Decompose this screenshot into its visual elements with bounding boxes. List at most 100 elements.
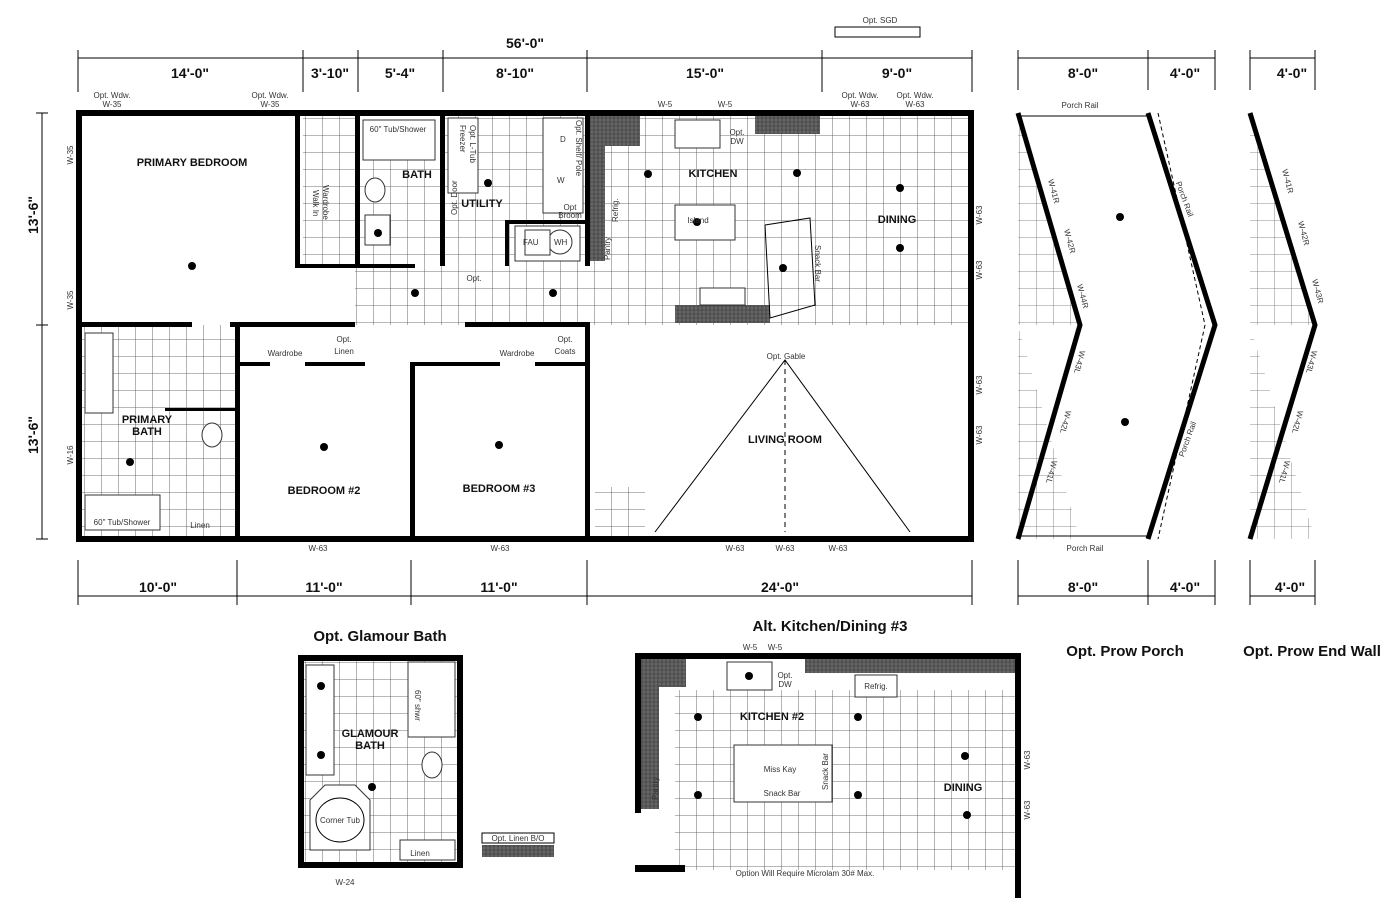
glamour-bath-title: Opt. Glamour Bath (313, 628, 446, 645)
room-primary-bedroom: PRIMARY BEDROOM (137, 157, 248, 169)
room-dining: DINING (878, 214, 917, 226)
prow-end-wall-title: Opt. Prow End Wall (1243, 643, 1381, 660)
window-label: W-35 (66, 290, 75, 310)
label-wardrobe: Wardrobe (500, 349, 535, 358)
dim-seg: 4'-0" (1277, 65, 1307, 81)
label-opt-dw: Opt. (777, 671, 792, 680)
prow-porch-title: Opt. Prow Porch (1066, 643, 1184, 660)
label-washer: W (557, 176, 565, 185)
window-label: W-44R (1075, 283, 1090, 309)
ceiling-light-icon (779, 264, 787, 272)
window-label: W-42R (1296, 220, 1311, 246)
label-wh: WH (554, 238, 568, 247)
label-opt-linen: Opt. (336, 335, 351, 344)
window-label: W-5 (718, 100, 733, 109)
window-label: Opt. Wdw. (897, 91, 934, 100)
porch-rail-label: Porch Rail (1067, 544, 1104, 553)
label-opt-coats: Coats (555, 347, 576, 356)
prow-end-wall: 4'-0" 4'-0" W-41R W-42R W-43R W-43L W-42… (1243, 50, 1381, 660)
window-label: W-63 (851, 100, 871, 109)
dim-seg: 10'-0" (139, 579, 177, 595)
ceiling-light-icon (411, 289, 419, 297)
overall-width: 56'-0" (506, 35, 544, 51)
room-glamour-bath: GLAMOUR (342, 728, 399, 740)
window-label: W-16 (66, 445, 75, 465)
room-living-room: LIVING ROOM (748, 434, 822, 446)
window-label: W-35 (103, 100, 123, 109)
window-label: W-5 (743, 643, 758, 652)
glamour-bath-option: Opt. Glamour Bath GLAMOUR BATH Corner Tu… (298, 628, 555, 887)
label-pantry: Pantry (603, 237, 612, 260)
ceiling-light-icon (320, 443, 328, 451)
label-fau: FAU (523, 238, 539, 247)
window-label: W-41R (1046, 178, 1061, 204)
label-freezer: Freezer (458, 125, 467, 153)
window-label: W-24 (336, 878, 356, 887)
window-label: W-63 (975, 205, 984, 225)
label-opt-linen: Linen (334, 347, 354, 356)
room-kitchen-2: KITCHEN #2 (740, 711, 804, 723)
dim-seg: 4'-0" (1275, 579, 1305, 595)
ceiling-light-icon (126, 458, 134, 466)
label-dryer: D (560, 135, 566, 144)
ceiling-light-icon (896, 244, 904, 252)
label-shower: 60" shwr (413, 690, 422, 721)
window-label: W-63 (1023, 750, 1032, 770)
room-utility: UTILITY (461, 198, 503, 210)
ceiling-light-icon (896, 184, 904, 192)
window-label: Opt. Wdw. (94, 91, 131, 100)
room-primary-bath: BATH (132, 426, 162, 438)
top-dimensions: 56'-0" 14'-0" 3'-10" 5'-4" 8'-10" 15'-0"… (77, 16, 973, 92)
ceiling-light-icon (374, 229, 382, 237)
window-label: Opt. Wdw. (252, 91, 289, 100)
dim-seg: 11'-0" (480, 579, 517, 595)
label-island: Snack Bar (764, 789, 801, 798)
window-label: W-42L (1058, 409, 1073, 434)
room-bedroom-2: BEDROOM #2 (288, 485, 361, 497)
dim-seg: 4'-0" (1170, 579, 1200, 595)
dim-seg: 24'-0" (761, 579, 799, 595)
alt-kitchen-title: Alt. Kitchen/Dining #3 (752, 618, 907, 635)
label-island: Miss Kay (764, 765, 796, 774)
label-opt-dw: DW (778, 680, 792, 689)
window-label: W-42R (1062, 228, 1077, 254)
dim-seg: 3'-10" (311, 65, 349, 81)
label-opt-dw: Opt. (729, 128, 744, 137)
side-dimensions: 13'-6" 13'-6" (25, 112, 48, 540)
window-label: W-63 (975, 260, 984, 280)
label-tub-shower: 60" Tub/Shower (94, 518, 151, 527)
dim-seg: 8'-0" (1068, 65, 1098, 81)
label-corner-tub: Corner Tub (320, 816, 361, 825)
window-label: W-5 (768, 643, 783, 652)
label-opt-gable: Opt. Gable (767, 352, 806, 361)
dim-seg: 8'-10" (496, 65, 534, 81)
room-bedroom-3: BEDROOM #3 (463, 483, 536, 495)
window-label: W-63 (776, 544, 796, 553)
ceiling-light-icon (549, 289, 557, 297)
opt-sgd-label: Opt. SGD (863, 16, 898, 25)
dim-seg: 5'-4" (385, 65, 415, 81)
label-linen: Linen (410, 849, 430, 858)
dim-seg: 4'-0" (1170, 65, 1200, 81)
label-linen: Linen (190, 521, 210, 530)
window-label: W-63 (726, 544, 746, 553)
label-opt: Opt. (466, 274, 481, 283)
room-primary-bath: PRIMARY (122, 414, 173, 426)
dim-seg: 14'-0" (171, 65, 209, 81)
label-walk-in: Walk In (311, 190, 320, 216)
ceiling-light-icon (644, 170, 652, 178)
label-wardrobe: Wardrobe (268, 349, 303, 358)
window-label: W-43R (1310, 278, 1325, 304)
window-label: W-63 (975, 425, 984, 445)
ceiling-light-icon (793, 169, 801, 177)
window-label: W-42L (1290, 409, 1305, 434)
label-tub-shower: 60" Tub/Shower (370, 125, 427, 134)
window-label: W-41R (1280, 168, 1295, 194)
room-dining: DINING (944, 782, 983, 794)
window-label: W-63 (491, 544, 511, 553)
main-floor-plan: PRIMARY BEDROOM BATH UTILITY KITCHEN DIN… (66, 91, 984, 553)
label-island: Island (687, 216, 708, 225)
prow-porch: 8'-0" 4'-0" 8'-0" 4'-0" Porch Rail Porch… (1015, 50, 1218, 660)
dim-seg: 9'-0" (882, 65, 912, 81)
